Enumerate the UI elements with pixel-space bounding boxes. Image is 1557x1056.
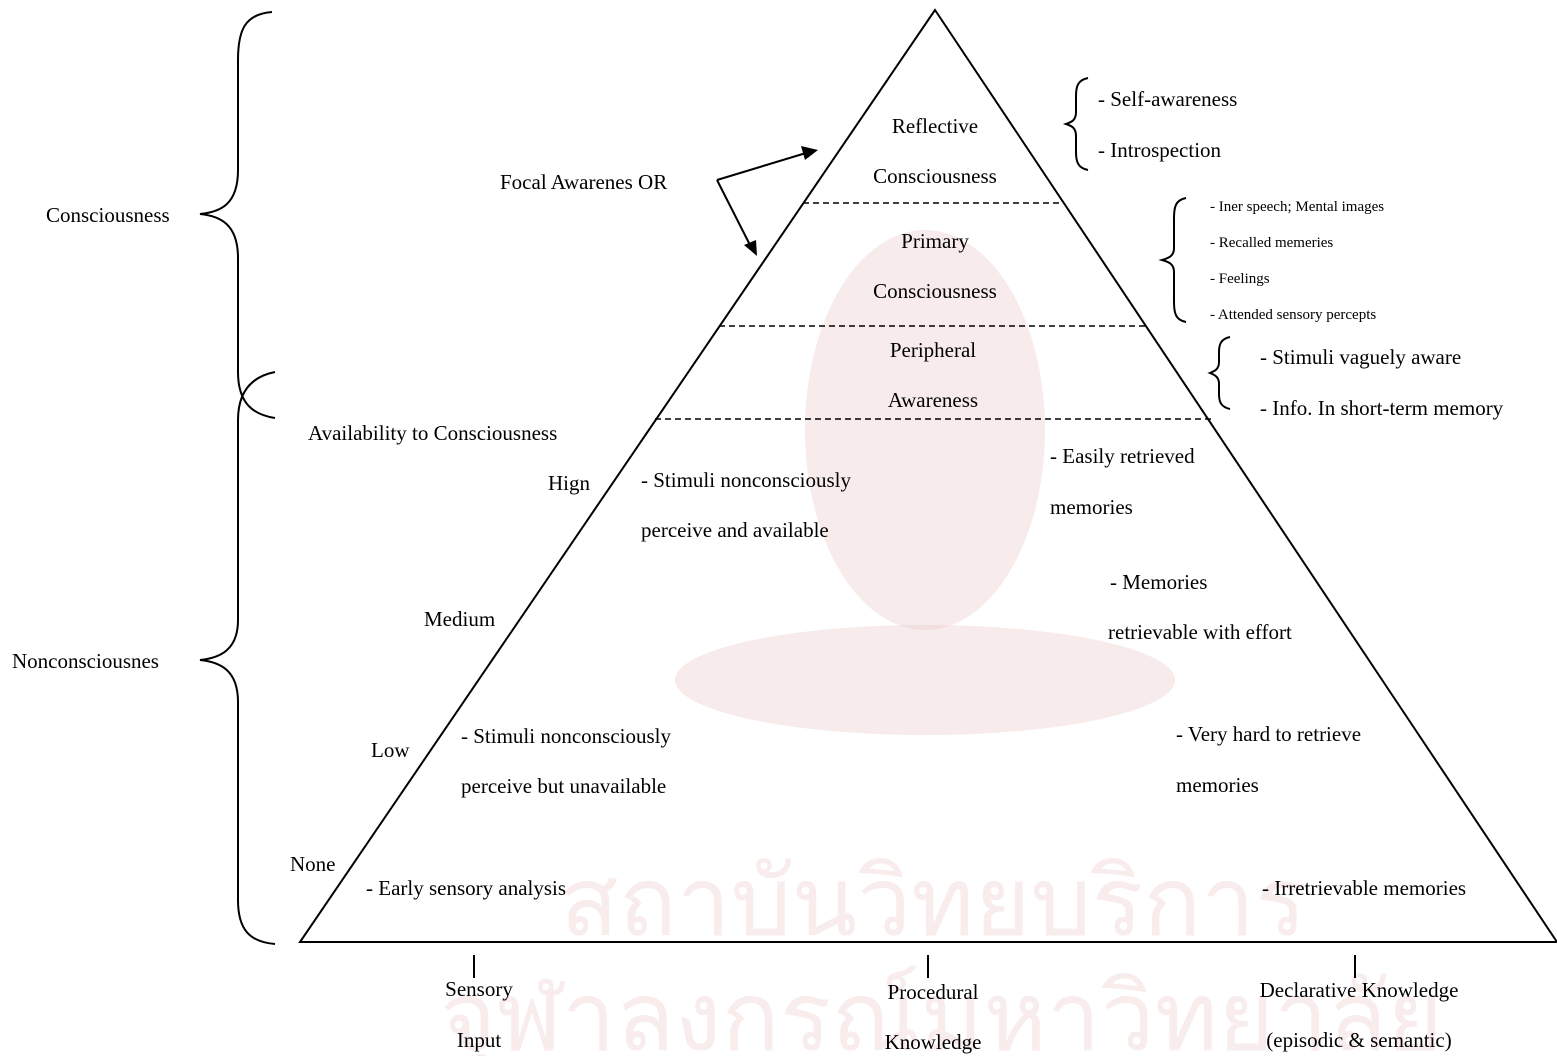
sensory-input-line2: Input [457,1028,501,1052]
watermark: สถาบันวิทยบริการ จุฬาลงกรณ์มหาวิทยาลัย [440,230,1443,1056]
stimuli-available-line1: - Stimuli nonconsciously [641,468,852,492]
reflective-item: - Introspection [1098,138,1222,162]
availability-none: None [290,852,336,876]
declarative-knowledge-line1: Declarative Knowledge [1260,978,1459,1002]
availability-medium: Medium [424,607,495,631]
peripheral-items-brace [1207,336,1231,410]
reflective-label-line2: Consciousness [873,164,997,188]
focal-arrowhead-reflective [801,146,818,160]
early-sensory-label: - Early sensory analysis [366,876,566,900]
memories-effort-line1: - Memories [1110,570,1207,594]
declarative-knowledge-line2: (episodic & semantic) [1266,1028,1451,1052]
stimuli-unavailable-line2: perceive but unavailable [461,774,666,798]
availability-high: Hign [548,471,591,495]
reflective-item: - Self-awareness [1098,87,1237,111]
sensory-input-line1: Sensory [445,977,513,1001]
memories-hard-line1: - Very hard to retrieve [1176,722,1361,746]
memories-hard-line2: memories [1176,773,1259,797]
memories-easily-line1: - Easily retrieved [1050,444,1195,468]
watermark-seal-body [805,230,1045,630]
peripheral-item: - Stimuli vaguely aware [1260,345,1461,369]
procedural-knowledge-line2: Knowledge [885,1030,982,1054]
primary-label-line2: Consciousness [873,279,997,303]
reflective-items-brace [1062,77,1089,171]
procedural-knowledge-line1: Procedural [888,980,979,1004]
peripheral-item: - Info. In short-term memory [1260,396,1504,420]
primary-item: - Recalled memeries [1210,235,1333,251]
reflective-label-line1: Reflective [892,114,978,138]
memories-irretrievable: - Irretrievable memories [1262,876,1466,900]
focal-arrow-reflective [716,152,807,181]
peripheral-label-line2: Awareness [888,388,978,412]
primary-label-line1: Primary [901,229,969,253]
nonconsciousness-brace [199,371,276,945]
pyramid-outline [298,8,1557,943]
memories-effort-line2: retrievable with effort [1108,620,1292,644]
consciousness-brace [199,11,276,419]
primary-item: - Feelings [1210,271,1270,287]
stimuli-unavailable-line1: - Stimuli nonconsciously [461,724,672,748]
peripheral-label-line1: Peripheral [890,338,976,362]
focal-arrow-primary [716,179,751,246]
watermark-text-line1: สถาบันวิทยบริการ [560,846,1307,958]
availability-title: Availability to Consciousness [308,421,557,445]
focal-arrowhead-primary [744,240,757,256]
memories-easily-line2: memories [1050,495,1133,519]
primary-item: - Iner speech; Mental images [1210,199,1384,215]
watermark-text-line2: จุฬาลงกรณ์มหาวิทยาลัย [440,961,1443,1056]
primary-item: - Attended sensory percepts [1210,307,1376,323]
watermark-seal-base [675,625,1175,735]
availability-low: Low [371,738,410,762]
stimuli-available-line2: perceive and available [641,518,829,542]
focal-awareness-label: Focal Awarenes OR [500,170,667,194]
consciousness-label: Consciousness [46,203,170,227]
primary-items-brace [1158,197,1187,323]
nonconsciousness-label: Nonconsciousnes [12,649,159,673]
